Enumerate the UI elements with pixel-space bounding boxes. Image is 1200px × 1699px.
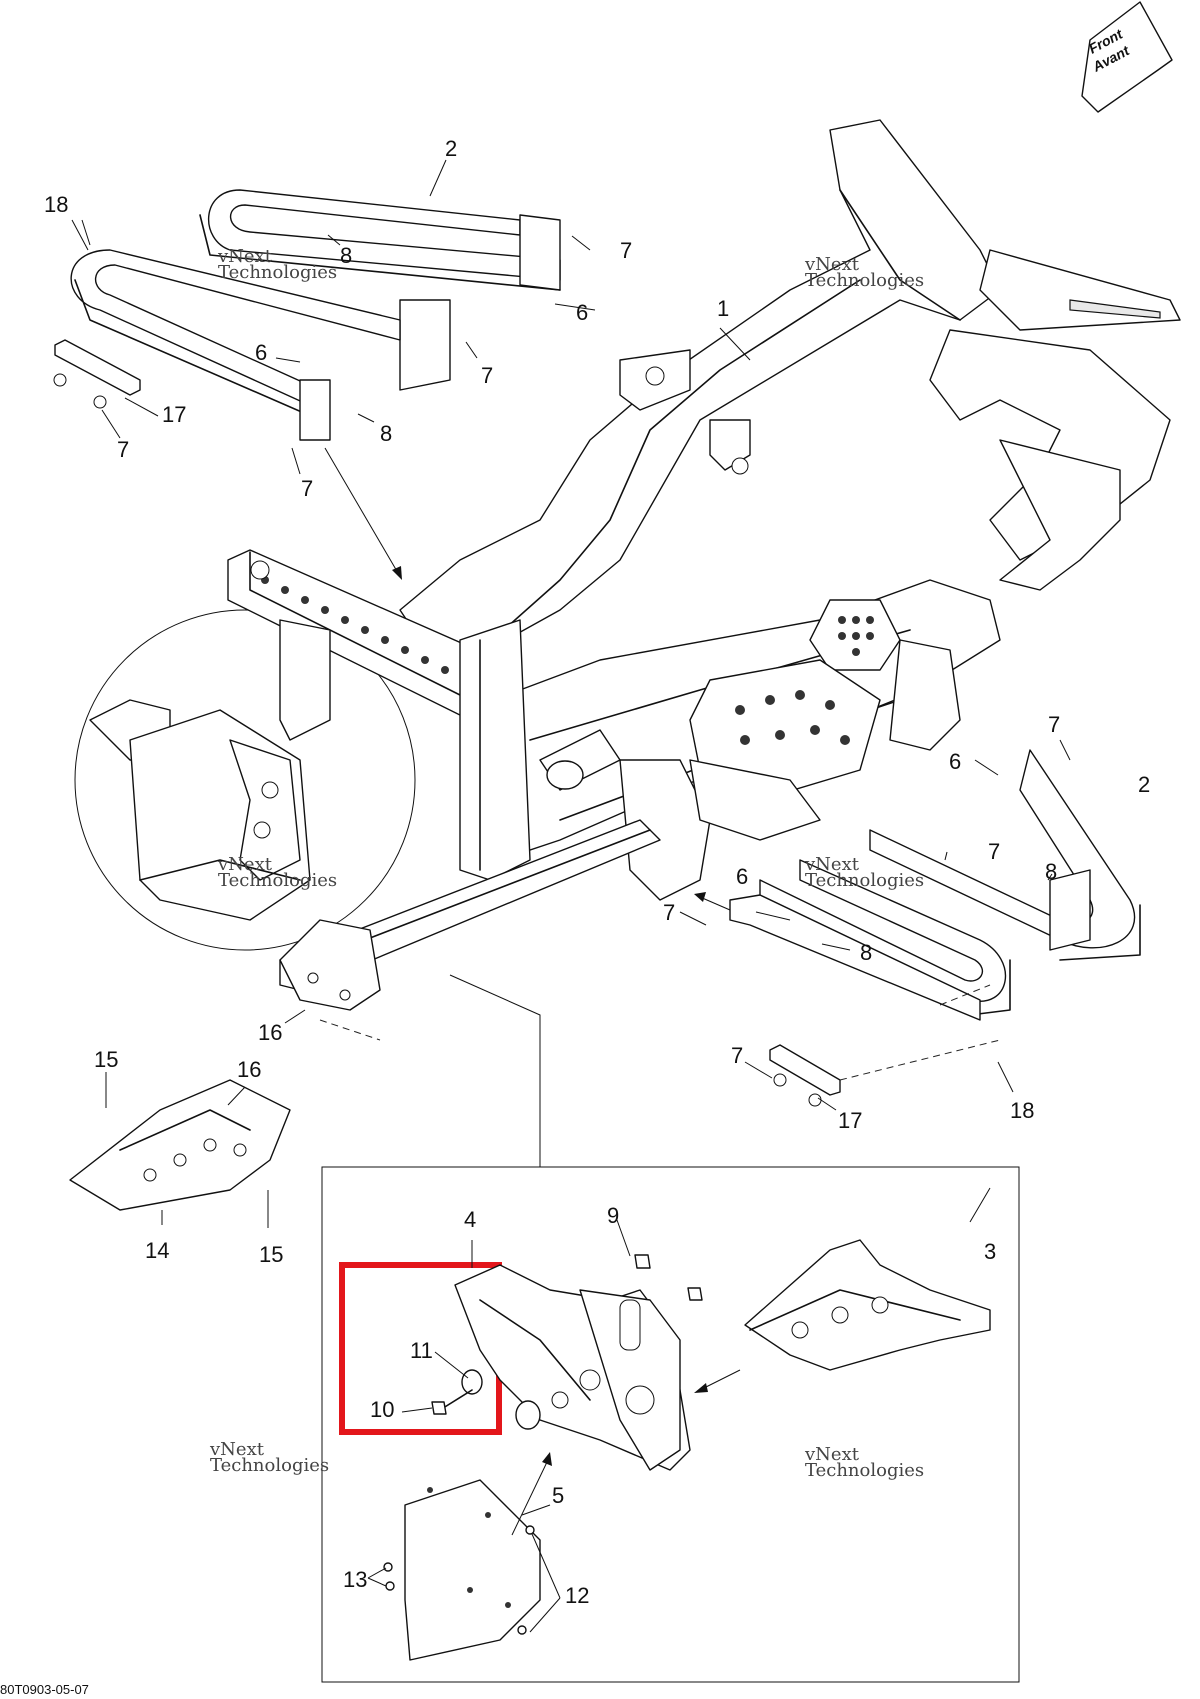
plate-5 <box>404 1479 541 1661</box>
svg-text:vNext: vNext <box>804 854 860 875</box>
callout-6: 6 <box>736 864 748 889</box>
svg-text:Technologies: Technologies <box>805 870 924 891</box>
callout-17: 17 <box>838 1108 862 1133</box>
callout-7: 7 <box>620 238 632 263</box>
svg-text:Technologies: Technologies <box>805 270 924 291</box>
detail-circle <box>74 609 416 951</box>
callout-7: 7 <box>117 437 129 462</box>
screw-13 <box>383 1562 395 1591</box>
bracket-3 <box>744 1239 991 1371</box>
svg-text:Technologies: Technologies <box>210 1455 329 1476</box>
callout-5: 5 <box>552 1483 564 1508</box>
callout-7: 7 <box>481 363 493 388</box>
front-bracket-17-right <box>769 1044 841 1107</box>
callout-10: 10 <box>370 1397 394 1422</box>
callout-7: 7 <box>731 1043 743 1068</box>
rear-rail-upper <box>199 189 561 391</box>
svg-text:vNext: vNext <box>209 1439 265 1460</box>
callout-4: 4 <box>464 1207 476 1232</box>
callout-14: 14 <box>145 1238 169 1263</box>
callout-18: 18 <box>44 192 68 217</box>
callout-17: 17 <box>162 402 186 427</box>
callout-2: 2 <box>445 136 457 161</box>
callout-6: 6 <box>576 300 588 325</box>
callout-8: 8 <box>1045 859 1057 884</box>
screw-12 <box>517 1525 535 1635</box>
bracket-4 <box>454 1264 691 1471</box>
callout-16: 16 <box>258 1020 282 1045</box>
watermark: vNext Technologies vNext Technologies vN… <box>209 246 924 1481</box>
callout-9: 9 <box>607 1203 619 1228</box>
callout-7: 7 <box>988 839 1000 864</box>
front-side-bracket <box>729 894 981 1021</box>
callout-12: 12 <box>565 1583 589 1608</box>
callout-8: 8 <box>380 421 392 446</box>
drawing-code: 80T0903-05-07 <box>0 1682 89 1697</box>
callouts: 1 2 2 3 4 5 6 6 6 6 7 7 7 7 7 7 7 7 8 8 … <box>44 136 1150 1608</box>
callout-7: 7 <box>301 476 313 501</box>
callout-8: 8 <box>860 940 872 965</box>
svg-text:Technologies: Technologies <box>218 870 337 891</box>
callout-3: 3 <box>984 1239 996 1264</box>
rear-rail-lower <box>70 249 401 441</box>
bracket-14 <box>69 1079 291 1211</box>
callout-16: 16 <box>237 1057 261 1082</box>
fastener-9 <box>634 1254 703 1301</box>
callout-7: 7 <box>663 900 675 925</box>
callout-11: 11 <box>410 1338 433 1363</box>
callout-15: 15 <box>259 1242 283 1267</box>
callout-18: 18 <box>1010 1098 1034 1123</box>
detail-skid-bracket <box>89 699 311 921</box>
inset-connector-line <box>449 974 541 1167</box>
callout-13: 13 <box>343 1567 367 1592</box>
front-arrow-icon: Front Avant <box>1081 1 1173 113</box>
svg-text:vNext: vNext <box>217 854 273 875</box>
front-rail-upper <box>869 749 1141 961</box>
washer-11 <box>461 1369 541 1430</box>
svg-text:Technologies: Technologies <box>805 1460 924 1481</box>
callout-15: 15 <box>94 1047 118 1072</box>
detail-inset-box <box>321 1166 1020 1683</box>
callout-1: 1 <box>717 296 729 321</box>
callout-2: 2 <box>1138 772 1150 797</box>
rear-bracket-17-left <box>53 339 141 409</box>
callout-7: 7 <box>1048 712 1060 737</box>
bolt-10 <box>431 1389 473 1415</box>
callout-6: 6 <box>949 749 961 774</box>
svg-text:vNext: vNext <box>804 254 860 275</box>
callout-6: 6 <box>255 340 267 365</box>
svg-text:vNext: vNext <box>217 246 273 267</box>
svg-text:Technologies: Technologies <box>218 262 337 283</box>
main-frame <box>227 119 1181 1011</box>
leader-lines <box>71 159 1071 1633</box>
callout-8: 8 <box>340 243 352 268</box>
svg-text:vNext: vNext <box>804 1444 860 1465</box>
